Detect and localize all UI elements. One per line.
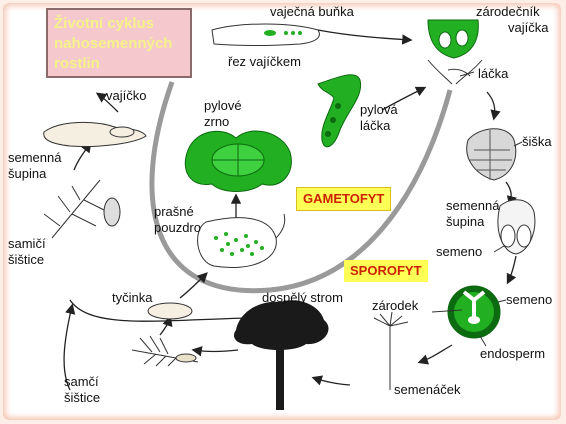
archegonium-drawing xyxy=(427,19,483,85)
pollen-sac-drawing xyxy=(197,213,286,269)
label-adult-tree: dospělý strom xyxy=(262,290,343,305)
label-pollen-tube: pylová láčka xyxy=(360,102,398,133)
arrow-to-female-cone xyxy=(63,303,76,391)
label-female-cone: samičí šištice xyxy=(8,236,46,267)
label-pollen-tube-small: láčka xyxy=(478,66,509,81)
arrow-section-to-seedling xyxy=(417,344,453,365)
pointer-semeno xyxy=(493,245,505,253)
label-stamen: tyčinka xyxy=(112,290,153,305)
seed-scale-drawing xyxy=(497,199,536,255)
label-egg-cell: vaječná buňka xyxy=(270,4,354,19)
label-male-cone: samčí šištice xyxy=(64,374,101,405)
phase-divider xyxy=(149,81,453,294)
ovule-scale-drawing xyxy=(43,121,147,147)
pointer-endosperm xyxy=(479,335,487,347)
label-seed-right: semeno xyxy=(506,292,553,307)
gametophyte-tag: GAMETOFYT xyxy=(296,187,392,211)
male-cone-drawing xyxy=(131,335,199,367)
title-box: Životní cyklus nahosemenných rostlin xyxy=(46,8,192,78)
stamen-drawing xyxy=(147,302,193,320)
pointer-zarodek xyxy=(431,309,463,313)
arrow-tree-to-female-cone xyxy=(69,299,249,322)
label-endosperm: endosperm xyxy=(480,346,546,361)
diagram-title: Životní cyklus nahosemenných rostlin xyxy=(54,15,173,72)
ovule-section-drawing xyxy=(211,23,320,46)
pollen-grain-drawing xyxy=(184,130,292,192)
female-cone-drawing xyxy=(43,179,121,239)
arrow-ovule-to-ovule-label xyxy=(95,92,119,113)
pointer-sisuka xyxy=(513,141,523,147)
arrow-tree-to-male-cone xyxy=(191,346,239,357)
pointer-semeno-right xyxy=(497,299,507,303)
label-seed-scale-right: semenná šupina xyxy=(446,198,500,229)
label-ovule: vajíčko xyxy=(106,88,147,103)
label-seed: semeno xyxy=(436,244,483,259)
arrow-seedling-to-tree xyxy=(311,375,351,386)
label-seedling: semenáček xyxy=(394,382,461,397)
sporophyte-tag: SPOROFYT xyxy=(344,260,428,282)
arrow-scale-to-ovule xyxy=(73,141,92,171)
arrow-cone-to-stamen xyxy=(159,315,173,336)
pointer-lacka xyxy=(459,71,475,77)
arrow-seed-to-section xyxy=(506,255,517,285)
cone-drawing xyxy=(466,128,517,181)
label-cone: šiška xyxy=(522,134,552,149)
label-archegonium-bottom: vajíčka xyxy=(508,20,549,35)
arrow-archegonium-to-cone xyxy=(486,91,501,121)
arrow-ovule-to-archegonium xyxy=(317,29,413,45)
seed-section-drawing xyxy=(447,285,501,339)
label-ovule-section: řez vajíčkem xyxy=(228,54,301,69)
tree-drawing xyxy=(233,300,329,410)
pollen-tube-drawing xyxy=(317,74,362,148)
label-pollen-grain: pylové zrno xyxy=(204,98,242,129)
label-embryo: zárodek xyxy=(372,298,419,313)
seedling-drawing xyxy=(373,311,409,390)
label-archegonium-top: zárodečník xyxy=(476,4,540,19)
label-seed-scale: semenná šupina xyxy=(8,150,62,181)
arrow-pollentube-to-archegonium xyxy=(381,86,427,111)
arrow-stamen-to-pollensac xyxy=(179,272,208,299)
label-pollen-sac: prašné pouzdro xyxy=(154,204,201,235)
